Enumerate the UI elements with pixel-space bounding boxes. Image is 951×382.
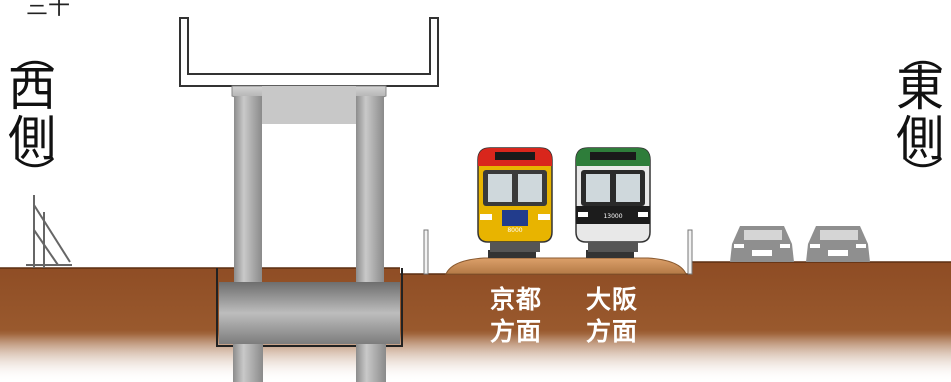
close-paren: ） bbox=[10, 155, 56, 195]
open-paren: （ bbox=[898, 33, 944, 73]
open-paren: （ bbox=[10, 33, 56, 73]
car-2 bbox=[806, 226, 870, 262]
footing bbox=[219, 282, 400, 344]
fence bbox=[26, 195, 72, 268]
train-number: 13000 bbox=[603, 213, 622, 220]
viaduct bbox=[179, 17, 439, 382]
pillar-left bbox=[234, 96, 262, 282]
direction-osaka-line2: 方面 bbox=[585, 317, 638, 346]
car-1 bbox=[730, 226, 794, 262]
direction-osaka-line1: 大阪 bbox=[585, 285, 638, 314]
west-side-label: （ 西 側 ） bbox=[2, 33, 62, 195]
direction-osaka-label: 大阪 方面 bbox=[577, 284, 647, 348]
train-osaka-bound: 13000 bbox=[575, 147, 651, 258]
direction-kyoto-line2: 方面 bbox=[489, 317, 542, 346]
track-wall-left bbox=[423, 229, 429, 275]
west-char: 西 bbox=[7, 61, 56, 117]
pillar-right bbox=[356, 96, 384, 282]
ground bbox=[0, 261, 951, 382]
side-char: 側 bbox=[895, 111, 944, 167]
east-side-label: （ 東 側 ） bbox=[890, 33, 950, 195]
side-char: 側 bbox=[7, 111, 56, 167]
train-number: 8000 bbox=[507, 227, 522, 234]
ballast-bed bbox=[445, 257, 687, 275]
close-paren: ） bbox=[898, 155, 944, 195]
direction-kyoto-line1: 京都 bbox=[489, 285, 542, 314]
east-char: 東 bbox=[895, 61, 944, 117]
track-wall-right bbox=[687, 229, 693, 275]
train-kyoto-bound: 8000 bbox=[477, 147, 553, 258]
direction-kyoto-label: 京都 方面 bbox=[481, 284, 551, 348]
header-fragment: 三十 bbox=[26, 0, 70, 20]
